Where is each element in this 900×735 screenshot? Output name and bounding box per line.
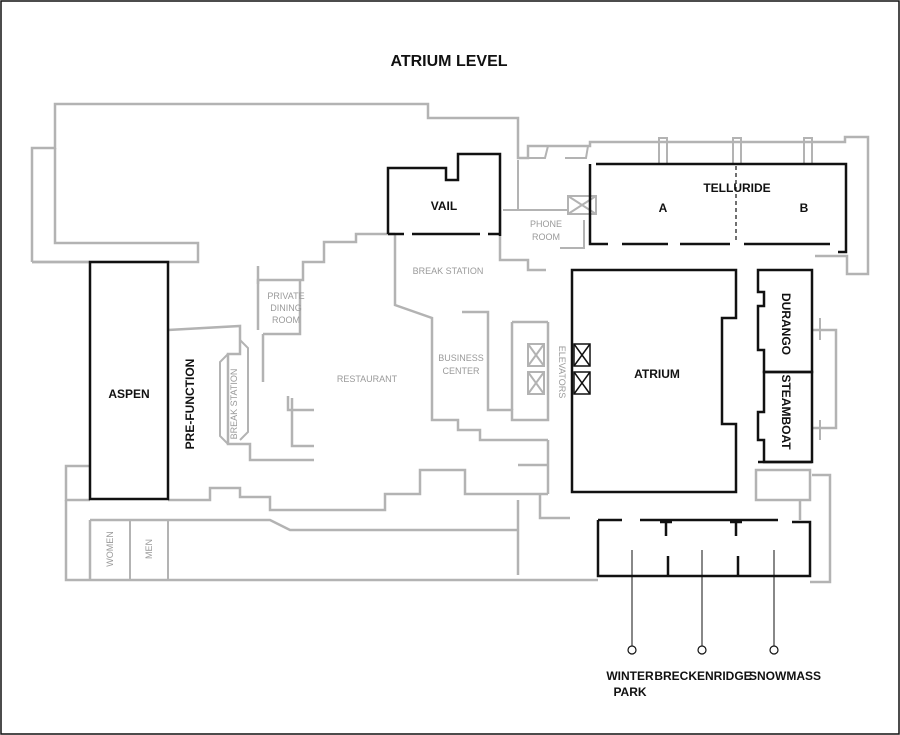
label-private-dining-1: PRIVATE — [267, 291, 304, 301]
label-phone-room-2: ROOM — [532, 232, 560, 242]
label-breckenridge: BRECKENRIDGE — [654, 669, 751, 683]
label-pre-function: PRE-FUNCTION — [183, 359, 197, 450]
label-private-dining-3: ROOM — [272, 315, 300, 325]
label-winter-park-2: PARK — [613, 685, 646, 699]
room-winter-park-breckenridge-snowmass[interactable] — [596, 520, 812, 578]
label-snowmass: SNOWMASS — [749, 669, 821, 683]
label-restaurant: RESTAURANT — [337, 374, 398, 384]
label-atrium: ATRIUM — [634, 367, 680, 381]
room-steamboat[interactable] — [756, 370, 814, 464]
label-private-dining-2: DINING — [270, 303, 302, 313]
label-telluride: TELLURIDE — [703, 181, 770, 195]
building-walls — [30, 102, 870, 584]
room-aspen[interactable] — [88, 260, 170, 501]
label-women: WOMEN — [105, 531, 115, 567]
label-business-center-2: CENTER — [442, 366, 480, 376]
label-business-center-1: BUSINESS — [438, 353, 484, 363]
label-break-station-side: BREAK STATION — [229, 369, 239, 440]
room-atrium[interactable] — [570, 268, 738, 494]
room-telluride[interactable] — [596, 162, 848, 254]
label-telluride-a: A — [659, 201, 668, 215]
area-labels: PRIVATE DINING ROOM BREAK STATION BREAK … — [105, 219, 567, 567]
label-vail: VAIL — [431, 199, 457, 213]
label-men: MEN — [144, 539, 154, 559]
map-title: ATRIUM LEVEL — [390, 53, 507, 70]
room-vail[interactable] — [386, 152, 502, 236]
meeting-rooms — [88, 152, 848, 578]
room-durango[interactable] — [756, 268, 814, 374]
room-labels: ASPEN PRE-FUNCTION VAIL TELLURIDE A B AT… — [108, 181, 821, 699]
label-elevators: ELEVATORS — [557, 346, 567, 399]
label-telluride-b: B — [800, 201, 809, 215]
label-break-station-top: BREAK STATION — [413, 266, 484, 276]
label-phone-room-1: PHONE — [530, 219, 562, 229]
label-winter-park-1: WINTER — [606, 669, 654, 683]
label-steamboat: STEAMBOAT — [779, 374, 793, 450]
leader-lines — [627, 550, 779, 655]
label-aspen: ASPEN — [108, 387, 149, 401]
label-durango: DURANGO — [779, 293, 793, 355]
